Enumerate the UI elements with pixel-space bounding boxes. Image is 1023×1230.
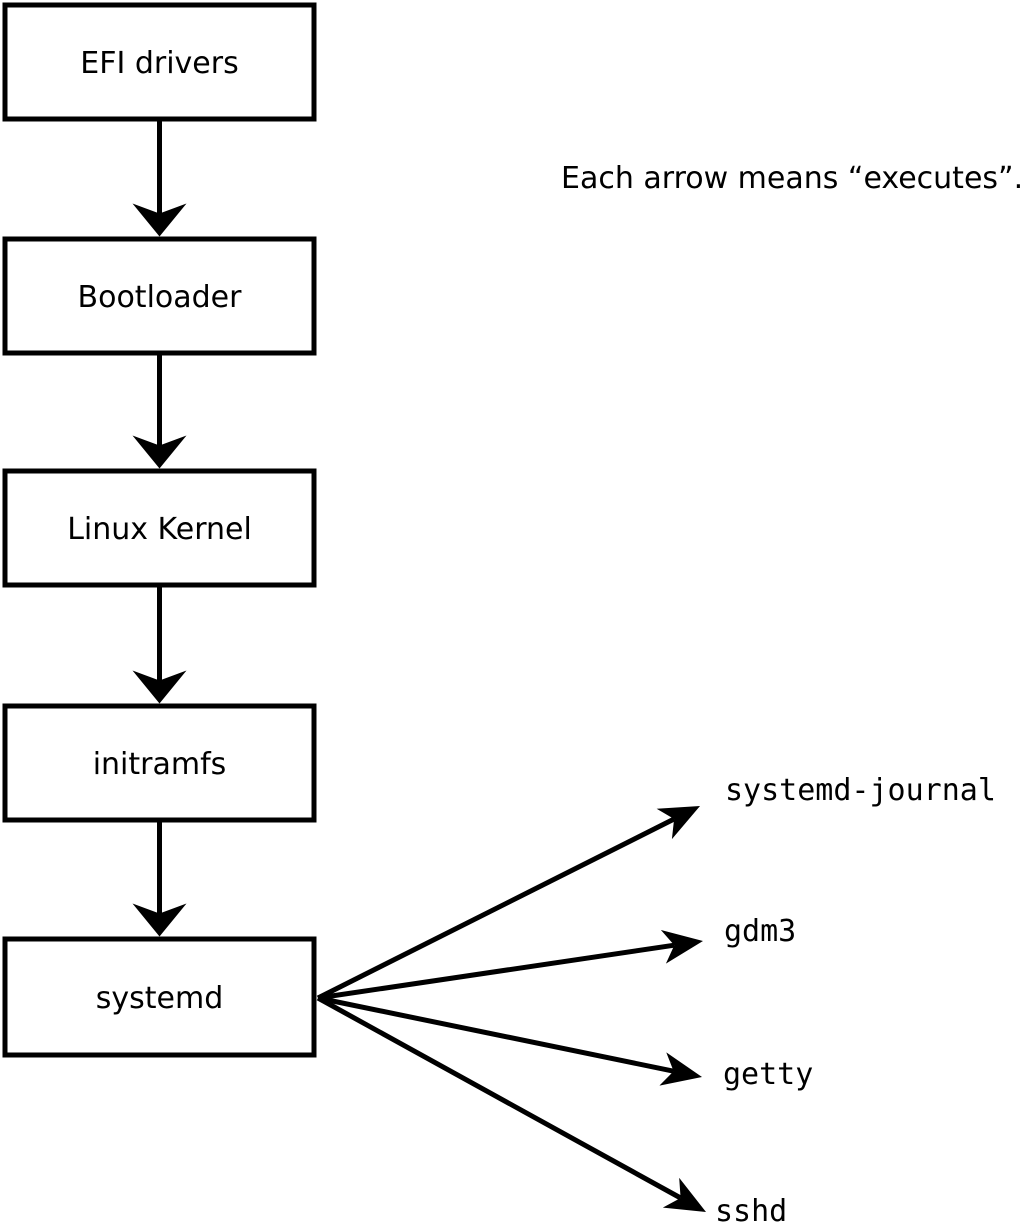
linux-kernel-label: Linux Kernel bbox=[67, 512, 252, 547]
bootloader-box bbox=[2, 236, 317, 356]
arrow-systemd-to-gdm3 bbox=[317, 929, 703, 1001]
systemd-journal-process-label: systemd-journal bbox=[725, 773, 996, 808]
arrow-systemd-to-getty bbox=[317, 995, 703, 1086]
efi-drivers-label: EFI drivers bbox=[80, 46, 238, 81]
sshd-process-label: sshd bbox=[715, 1194, 787, 1229]
flow-box-initramfs: initramfs bbox=[2, 703, 317, 823]
efi-drivers-box bbox=[2, 2, 317, 122]
arrow-meaning-note: Each arrow means “executes”. bbox=[561, 161, 1023, 196]
gdm3-process-label: gdm3 bbox=[724, 914, 796, 949]
flow-box-systemd: systemd bbox=[2, 936, 317, 1058]
initramfs-label: initramfs bbox=[93, 747, 227, 782]
getty-process-label: getty bbox=[723, 1057, 813, 1092]
bootloader-label: Bootloader bbox=[78, 280, 243, 315]
flow-box-efi-drivers: EFI drivers bbox=[2, 2, 317, 122]
linux-kernel-box bbox=[2, 468, 317, 588]
systemd-box bbox=[2, 936, 317, 1058]
flow-box-linux-kernel: Linux Kernel bbox=[2, 468, 317, 588]
initramfs-box bbox=[2, 703, 317, 823]
arrow-systemd-to-sshd bbox=[316, 995, 706, 1213]
arrow-systemd-to-systemd-journal bbox=[316, 805, 701, 1001]
systemd-label: systemd bbox=[96, 981, 224, 1016]
flow-box-bootloader: Bootloader bbox=[2, 236, 317, 356]
